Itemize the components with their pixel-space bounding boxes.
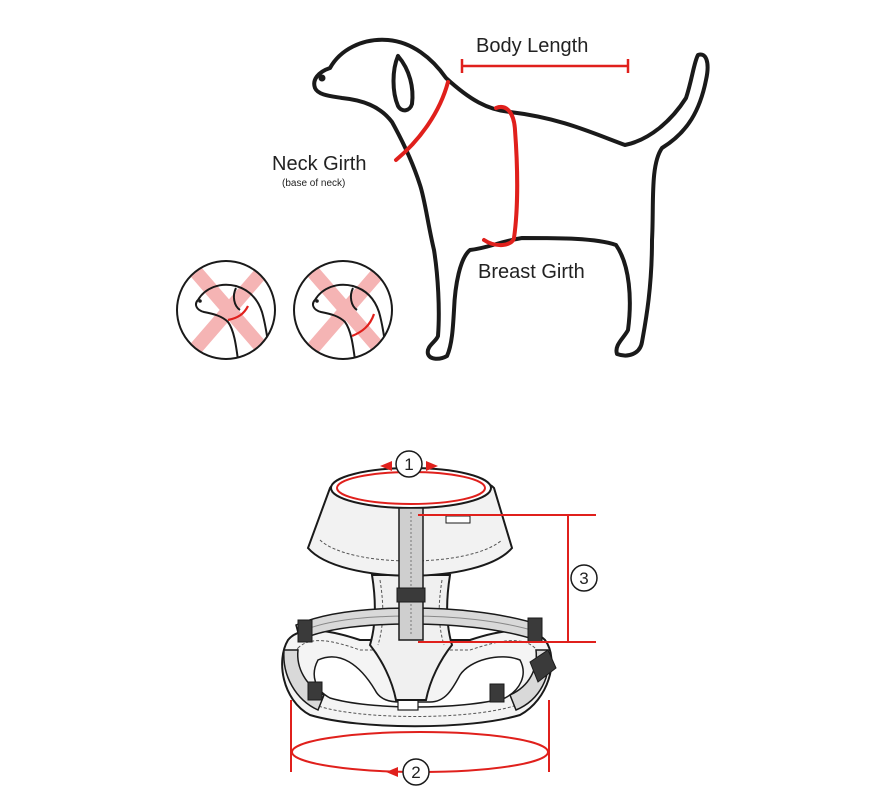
breast-girth-marker <box>482 105 520 247</box>
marker-3: 3 <box>570 564 598 592</box>
harness-illustration <box>281 467 557 728</box>
wrong-example-2 <box>293 260 393 360</box>
marker-2: 2 <box>386 758 430 786</box>
marker-1-label: 1 <box>404 455 413 474</box>
side-buckle-right <box>527 617 543 643</box>
neck-girth-marker <box>394 80 450 162</box>
breast-girth-label: Breast Girth <box>478 261 585 283</box>
wrong-example-1 <box>176 260 276 360</box>
dog-outline <box>312 37 710 361</box>
marker-3-label: 3 <box>579 569 588 588</box>
marker-1: 1 <box>380 450 438 478</box>
side-buckle-left <box>297 619 313 643</box>
neck-girth-label: Neck Girth <box>272 153 366 175</box>
neck-girth-note: (base of neck) <box>282 178 345 189</box>
wrong-neck-position-icon <box>312 283 388 359</box>
strap-length-marker <box>418 514 596 643</box>
marker-2-label: 2 <box>411 763 420 782</box>
body-length-marker <box>460 59 630 73</box>
body-length-label: Body Length <box>476 35 588 57</box>
release-buckle <box>529 649 557 683</box>
wrong-neck-position-icon <box>195 283 271 359</box>
